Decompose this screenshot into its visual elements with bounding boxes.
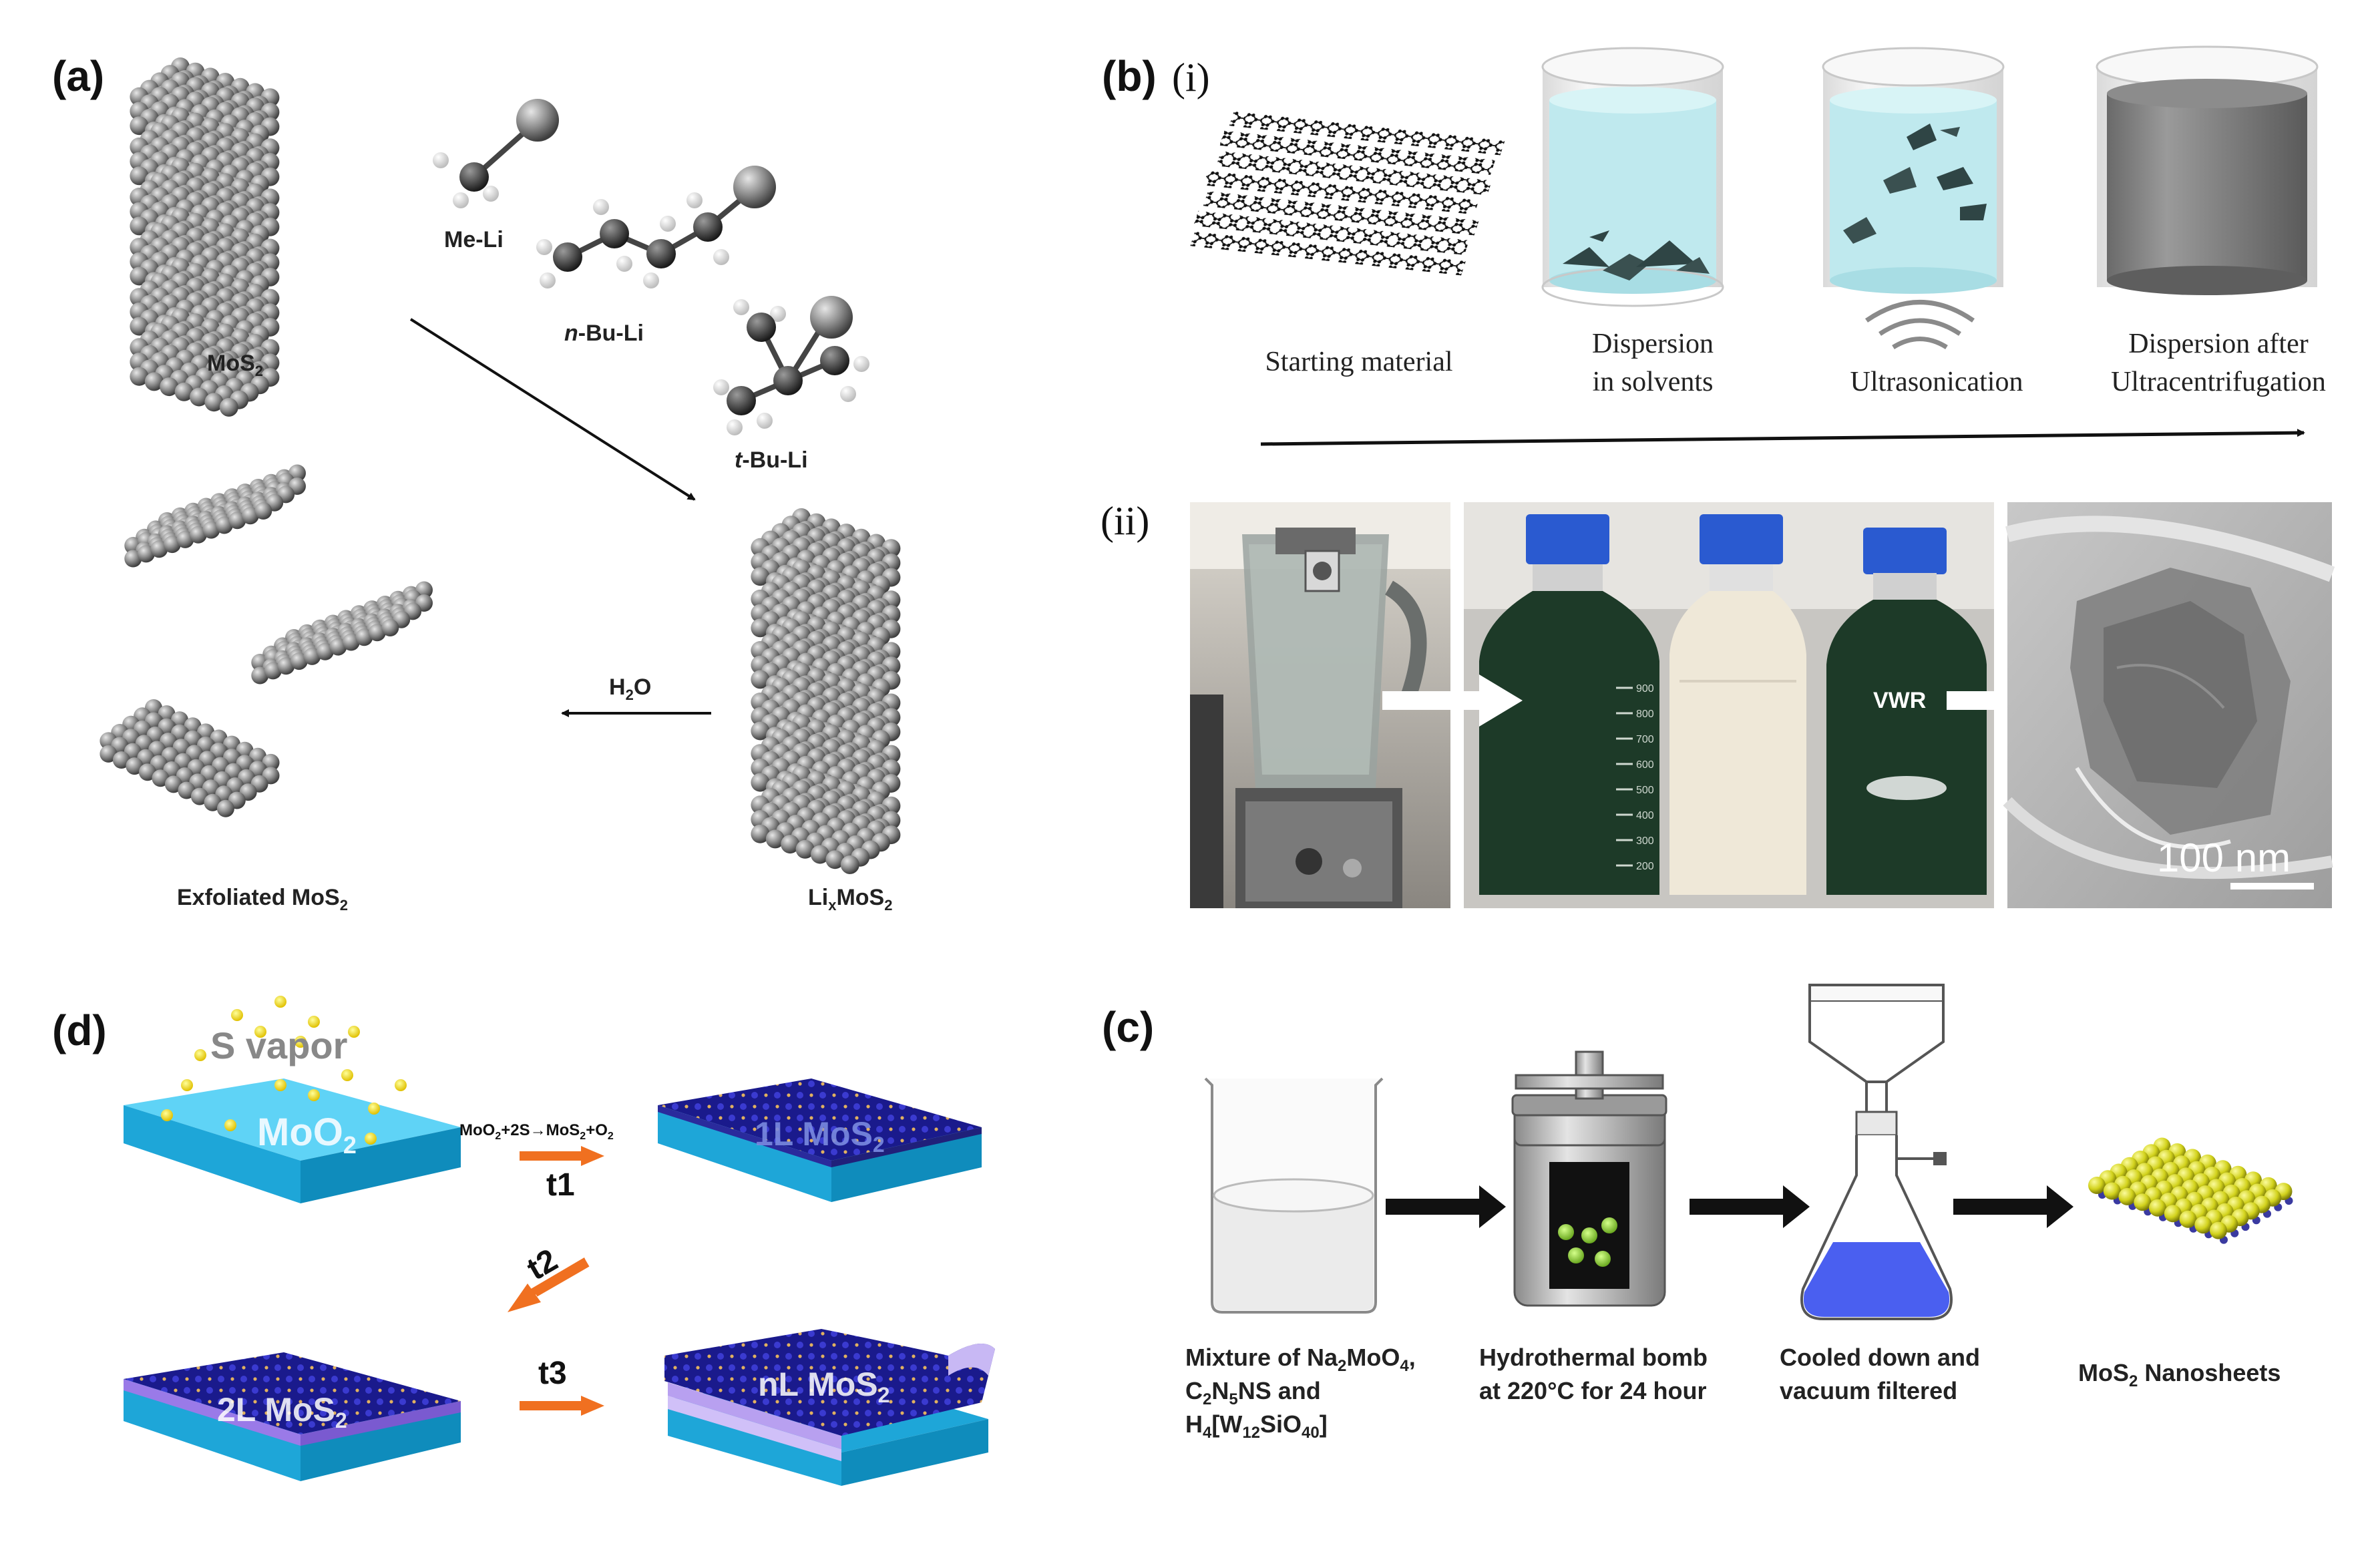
lixmos2-crystal [751,508,901,874]
dispersion-caption-line2: in solvents [1593,367,1714,397]
bottle-tick-label: 600 [1636,759,1654,771]
black-arrow-2 [1690,1185,1810,1228]
beaker-ultrasonication [1822,47,2005,294]
scale-bar [2230,883,2314,890]
meli-molecule [433,99,559,208]
orange-arrow-t1 [520,1146,604,1166]
mixture-caption-line2: C2N5NS and [1185,1377,1321,1408]
process-arrow [1260,429,2305,446]
vacuum-filter-flask [1800,984,1953,1320]
bottle-tick-label: 900 [1636,683,1654,695]
t3-label: t3 [538,1356,567,1391]
mos2-bilayer [124,1352,461,1481]
exfoliated-mos2-sheets [100,464,433,817]
bomb-caption-line1: Hydrothermal bomb [1479,1344,1708,1371]
dispersion-caption-line1: Dispersion [1592,329,1714,359]
photo-tem: 100 nm [2003,502,2335,908]
hydrothermal-bomb [1511,1050,1667,1307]
orange-arrow-t2 [508,1257,590,1312]
mos2-multilayer [664,1329,995,1486]
mixture-caption-line3: H4[W12SiO40] [1185,1410,1328,1442]
moo2-substrate [124,1079,461,1203]
nanosheets-caption: MoS2 Nanosheets [2078,1359,2281,1390]
orange-arrow-t3 [520,1396,604,1416]
tbuli-molecule [713,296,869,435]
panel-d-label: (d) [52,1006,107,1054]
nl-mos2-caption: nL MoS2 [758,1366,890,1407]
layered-starting-material [1190,111,1505,276]
beaker-dispersion [1541,47,1724,307]
intercalation-arrow [409,318,696,501]
bottle-tick-label: 400 [1636,810,1654,821]
panel-b: (b) (i) Starting material [1101,45,2335,908]
beaker-after-ultracentrifugation [2096,45,2319,295]
scale-bar-label: 100 nm [2157,835,2291,880]
photo-bottles: 900 800 700 600 500 400 300 200 VWR [1382,502,2057,908]
bottle-tick-label: 700 [1636,734,1654,745]
beaker-mixture [1204,1077,1384,1314]
mixture-caption-line1: Mixture of Na2MoO4, [1185,1344,1416,1375]
t1-label: t1 [546,1167,575,1203]
ultrasonication-waves-icon [1865,300,1975,350]
starting-material-caption: Starting material [1265,347,1452,377]
panel-a: (a) MoS2 Me-Li [52,52,901,914]
cooled-caption-line1: Cooled down and [1780,1344,1980,1371]
cooled-caption-line2: vacuum filtered [1780,1377,1957,1404]
bottle-tick-label: 500 [1636,785,1654,796]
after-caption-line1: Dispersion after [2128,329,2308,359]
bottle-tick-label: 200 [1636,861,1654,872]
panel-c-label: (c) [1102,1003,1154,1051]
black-arrow-1 [1386,1185,1506,1228]
after-caption-line2: Ultracentrifugation [2111,367,2326,397]
bottle-brand-label: VWR [1873,688,1926,713]
panel-b-sub-ii: (ii) [1101,499,1149,543]
1l-mos2-caption: 1L MoS2 [755,1115,885,1157]
bottle-graduation-ticks: 900 800 700 600 500 400 300 200 [1616,683,1654,872]
bottle-tick-label: 300 [1636,835,1654,847]
panel-c: (c) [1102,984,2293,1442]
mos2-caption: MoS2 [207,351,263,379]
panel-b-sub-i: (i) [1172,55,1210,100]
panel-d: (d) MoO2 S vapor MoO2+2S→MoS2+O2 t1 1L M… [52,996,995,1486]
reaction-equation: MoO2+2S→MoS2+O2 [459,1121,614,1142]
sulfur-vapor-particles [161,996,407,1145]
mos2-bulk-crystal [130,57,280,417]
panel-b-label: (b) [1102,52,1157,100]
h2o-caption: H2O [609,674,651,703]
tbuli-caption: t-Bu-Li [735,447,808,473]
meli-caption: Me-Li [444,227,504,252]
mos2-monolayer [658,1079,982,1202]
moo2-caption: MoO2 [257,1111,357,1159]
s-vapor-caption: S vapor [210,1024,347,1066]
mos2-nanosheet-model [2088,1137,2293,1244]
bomb-caption-line2: at 220°C for 24 hour [1479,1377,1707,1404]
2l-mos2-caption: 2L MoS2 [217,1391,347,1432]
nbuli-caption: n-Bu-Li [564,321,644,346]
panel-a-label: (a) [52,52,104,100]
lixmos2-caption: LixMoS2 [808,885,893,914]
black-arrow-3 [1953,1185,2073,1228]
exfoliated-caption: Exfoliated MoS2 [177,885,348,914]
ultrasonication-caption: Ultrasonication [1850,367,2023,397]
nbuli-molecule [536,166,776,288]
bottle-tick-label: 800 [1636,709,1654,720]
